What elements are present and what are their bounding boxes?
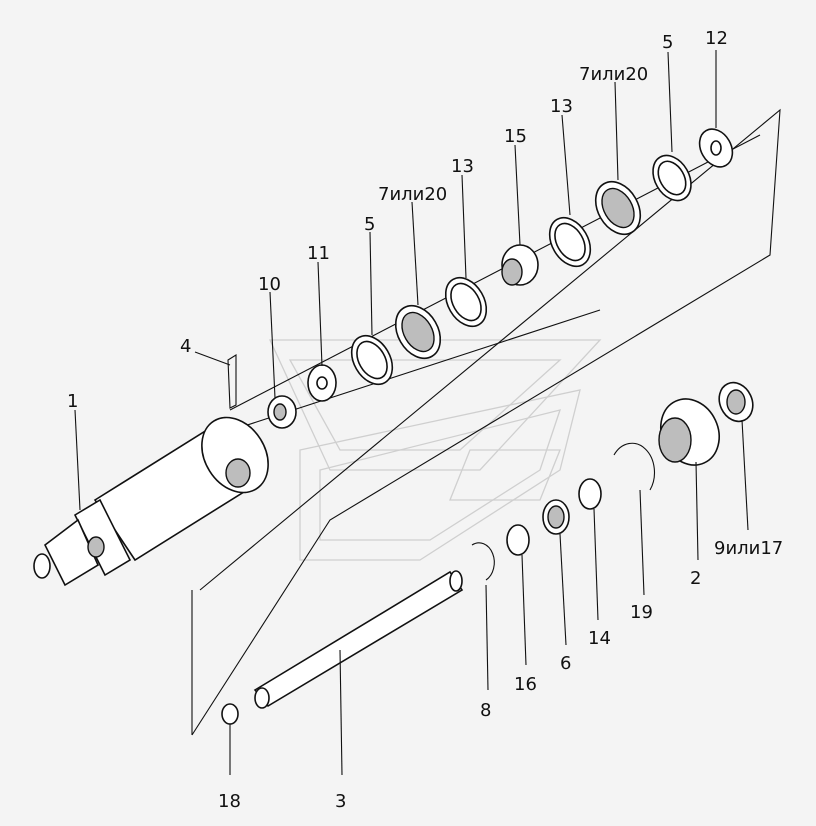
collar-15-part	[501, 244, 539, 286]
ring-14-part	[578, 478, 602, 510]
label-14: 14	[588, 628, 611, 649]
label-5-right: 5	[662, 32, 673, 53]
label-16: 16	[514, 674, 537, 695]
ring-5-left	[350, 334, 394, 386]
leader-lines	[74, 50, 749, 776]
bushing-7-20-right	[594, 180, 642, 236]
nut-part	[267, 395, 297, 429]
label-9-17: 9или17	[714, 538, 783, 559]
label-6: 6	[560, 653, 571, 674]
seal-6-part	[542, 499, 570, 535]
label-19: 19	[630, 602, 653, 623]
cap-9-17-part	[718, 381, 754, 423]
label-2: 2	[690, 568, 701, 589]
label-5-left: 5	[364, 214, 375, 235]
label-10: 10	[258, 274, 281, 295]
label-12: 12	[705, 28, 728, 49]
label-7-20-right: 7или20	[579, 64, 648, 85]
label-7-20-left: 7или20	[378, 184, 447, 205]
ring-18-part	[221, 703, 239, 725]
ring-16-part	[506, 524, 530, 556]
snap-ring-8-part	[471, 542, 495, 581]
ring-13-left	[444, 276, 488, 328]
label-1: 1	[67, 391, 78, 412]
snap-ring-19-part	[613, 442, 656, 491]
callout-labels: 1 4 10 11 5 7или20 13 15 13 7или20 5 12 …	[67, 28, 783, 812]
ring-13-right	[548, 216, 592, 268]
washer-12-part	[698, 128, 734, 168]
bushing-7-20-left	[394, 304, 442, 360]
pin-part	[227, 354, 237, 409]
cylinder-body	[33, 416, 269, 587]
label-11: 11	[307, 243, 330, 264]
label-13-right: 13	[550, 96, 573, 117]
label-18: 18	[218, 791, 241, 812]
label-3: 3	[335, 791, 346, 812]
label-8: 8	[480, 700, 491, 721]
rod-part	[253, 570, 464, 709]
watermark-logo	[268, 339, 602, 561]
piston-2-part	[658, 398, 720, 466]
label-13-left: 13	[451, 156, 474, 177]
washer-part	[307, 364, 337, 402]
label-4: 4	[180, 336, 191, 357]
ring-5-right	[652, 154, 692, 202]
label-15: 15	[504, 126, 527, 147]
